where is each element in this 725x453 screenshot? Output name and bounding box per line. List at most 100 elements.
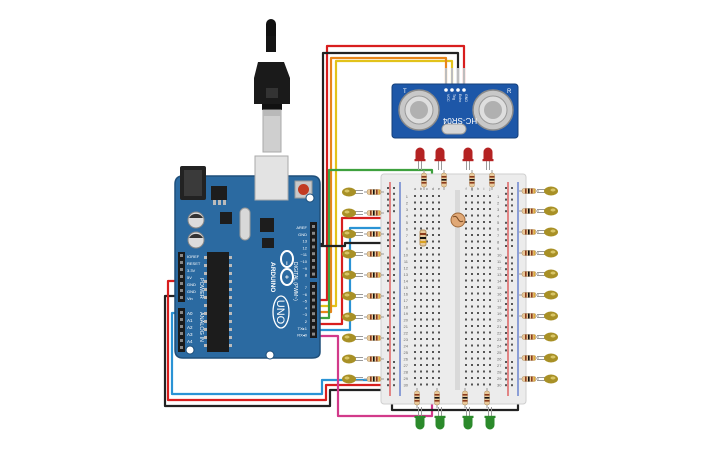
resistor[interactable] — [364, 189, 384, 195]
breadboard-row-label: 20 — [497, 317, 502, 322]
led-yellow[interactable] — [537, 311, 558, 321]
resistor[interactable] — [519, 271, 539, 277]
breadboard-row-label: 9 — [497, 246, 500, 251]
breadboard-row-label: 25 — [497, 350, 502, 355]
led-yellow[interactable] — [537, 269, 558, 279]
wire-magenta[interactable] — [318, 334, 434, 418]
sensor-pins — [445, 68, 465, 85]
resistor[interactable] — [364, 376, 384, 382]
resistor[interactable] — [469, 170, 475, 190]
led-yellow[interactable] — [342, 354, 363, 364]
digital-pin-label: ~6 — [302, 292, 307, 297]
wire-sensor-vcc[interactable] — [318, 44, 466, 302]
analog-pin-label: A0 — [187, 311, 193, 316]
uno-badge: UNO — [272, 295, 290, 329]
resistor[interactable] — [421, 170, 427, 190]
resistor[interactable] — [364, 272, 384, 278]
led-yellow[interactable] — [537, 353, 558, 363]
led-yellow[interactable] — [342, 270, 363, 280]
led-yellow[interactable] — [342, 333, 363, 343]
led-yellow[interactable] — [342, 312, 363, 322]
label-analog-section: ANALOG IN — [198, 312, 204, 342]
led-green[interactable] — [414, 407, 426, 430]
led-red[interactable] — [482, 147, 494, 171]
led-yellow[interactable] — [342, 187, 363, 197]
resistor[interactable] — [519, 250, 539, 256]
led-red[interactable] — [434, 147, 446, 171]
resistor[interactable] — [364, 251, 384, 257]
resistor[interactable] — [364, 210, 384, 216]
label-digital-section: DIGITAL (PWM~) — [292, 262, 298, 301]
resistor[interactable] — [489, 170, 495, 190]
led-yellow[interactable] — [342, 208, 363, 218]
wire-sensor-gnd[interactable] — [318, 51, 460, 246]
led-yellow[interactable] — [342, 374, 363, 384]
breadboard-column-label: i — [484, 186, 485, 191]
resistor[interactable] — [519, 355, 539, 361]
led-red[interactable] — [462, 147, 474, 171]
resistor[interactable] — [364, 335, 384, 341]
power-pin-label: IOREF — [187, 254, 200, 259]
breadboard-row-label: 10 — [404, 252, 409, 257]
digital-pin-label: 7 — [305, 285, 308, 290]
led-yellow[interactable] — [537, 227, 558, 237]
wire-5v-loop[interactable] — [166, 279, 383, 402]
svg-text:+: + — [283, 275, 290, 279]
photoresistor[interactable] — [450, 212, 466, 228]
led-yellow[interactable] — [537, 332, 558, 342]
breadboard-row-label: 4 — [497, 213, 500, 218]
resistor[interactable] — [519, 188, 539, 194]
sensor-crystal — [441, 123, 467, 135]
resistor[interactable] — [462, 388, 468, 408]
resistor-ldr[interactable] — [419, 229, 427, 247]
led-red[interactable] — [414, 147, 426, 171]
resistor[interactable] — [519, 376, 539, 382]
breadboard-row-label: 29 — [404, 376, 409, 381]
resistor[interactable] — [364, 356, 384, 362]
resistor[interactable] — [484, 388, 490, 408]
led-green[interactable] — [484, 407, 496, 430]
resistor[interactable] — [364, 314, 384, 320]
resistor[interactable] — [364, 293, 384, 299]
resistor[interactable] — [519, 292, 539, 298]
led-yellow[interactable] — [537, 290, 558, 300]
resistor[interactable] — [519, 313, 539, 319]
digital-pin-label: 4 — [305, 305, 308, 310]
breadboard-row-label: 3 — [406, 207, 409, 212]
led-yellow[interactable] — [342, 291, 363, 301]
led-green[interactable] — [462, 407, 474, 430]
led-yellow[interactable] — [537, 186, 558, 196]
sensor-pin-label: Trig — [452, 94, 456, 100]
analog-pin-label: A3 — [187, 332, 193, 337]
wire-gnd-breadboard[interactable] — [318, 241, 404, 248]
led-green[interactable] — [434, 407, 446, 430]
ic-pins — [204, 256, 232, 347]
atmega-chip — [207, 252, 229, 352]
breadboard-row-label: 22 — [497, 330, 502, 335]
resistor[interactable] — [519, 208, 539, 214]
led-yellow[interactable] — [537, 206, 558, 216]
wire-analog-a0[interactable] — [170, 311, 395, 396]
wire-red-signal[interactable] — [318, 216, 418, 326]
led-yellow[interactable] — [342, 229, 363, 239]
sensor-pin-label: VCC — [446, 94, 450, 102]
led-yellow[interactable] — [537, 248, 558, 258]
digital-pin-label: ~9 — [302, 266, 307, 271]
resistor[interactable] — [519, 334, 539, 340]
breadboard-row-label: 22 — [404, 330, 409, 335]
breadboard-row-label: 25 — [404, 350, 409, 355]
resistor[interactable] — [364, 231, 384, 237]
wire-sensor-trig[interactable] — [318, 56, 448, 314]
led-yellow[interactable] — [342, 249, 363, 259]
resistor[interactable] — [441, 170, 447, 190]
resistor[interactable] — [414, 388, 420, 408]
resistor[interactable] — [434, 388, 440, 408]
led-yellow[interactable] — [537, 374, 558, 384]
resistor[interactable] — [519, 229, 539, 235]
